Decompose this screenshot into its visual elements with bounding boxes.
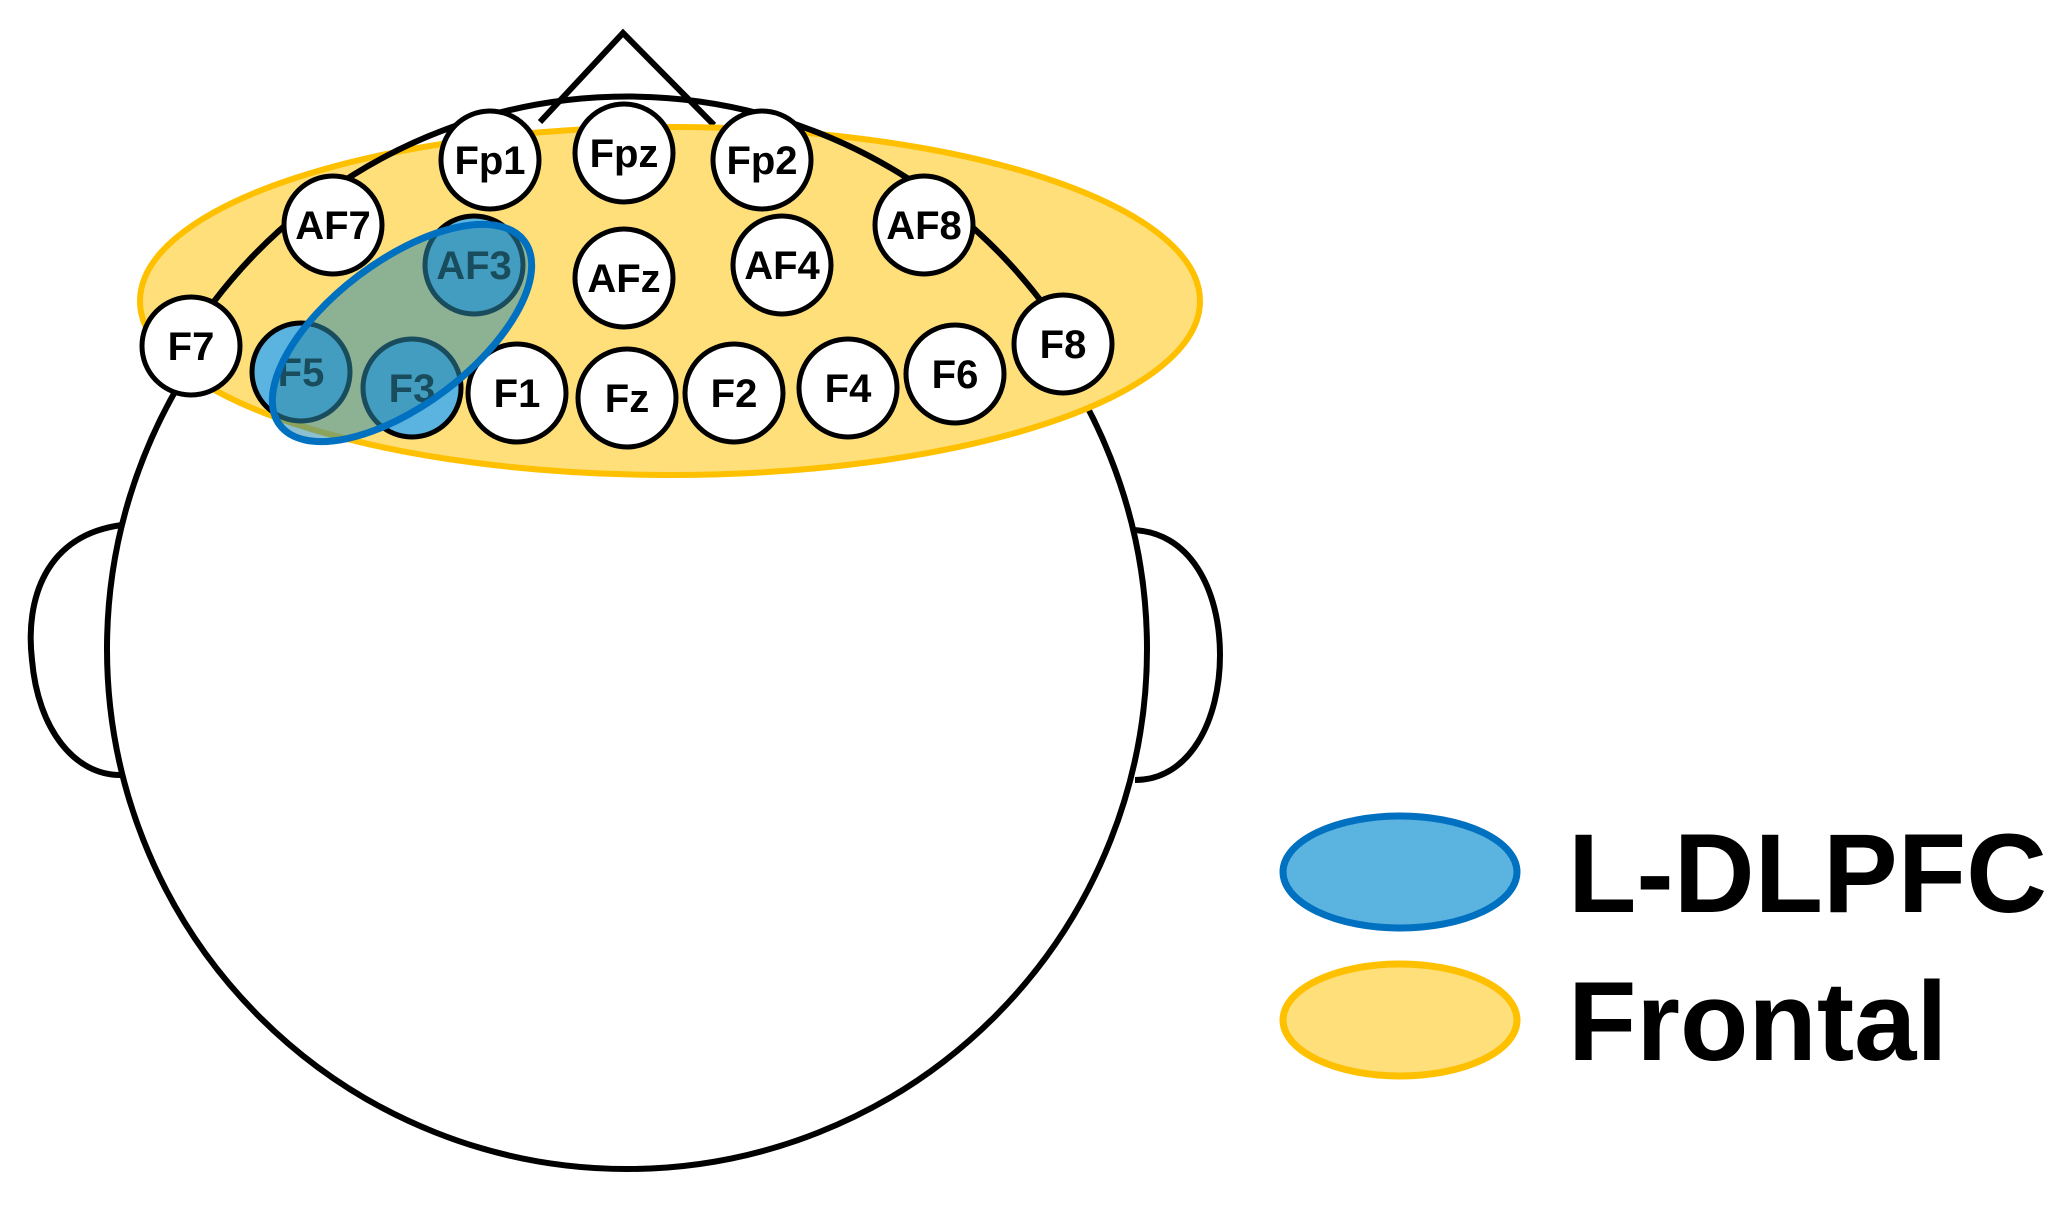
electrode-label: AF8 (886, 204, 962, 248)
left-ear (27, 522, 123, 778)
electrode-circle (872, 173, 976, 277)
electrode-af8: AF8 (872, 173, 976, 277)
right-ear (1129, 527, 1224, 783)
electrode-label: AFz (587, 257, 660, 301)
electrode-label: F6 (932, 353, 979, 397)
electrode-circle (682, 341, 786, 445)
electrode-label: F2 (711, 372, 758, 416)
nose (537, 28, 717, 128)
legend-item-frontal: Frontal (1279, 959, 1948, 1084)
electrode-circle (710, 108, 814, 212)
l-dlpfc-outline (268, 220, 536, 446)
electrode-label: Fp2 (726, 139, 797, 183)
electrode-fp2: Fp2 (710, 108, 814, 212)
electrode-circle (796, 336, 900, 440)
electrode-label: Fp1 (454, 139, 525, 183)
electrode-circle (465, 341, 569, 445)
electrode-fz: Fz (575, 346, 679, 450)
legend-swatch-frontal (1279, 960, 1521, 1080)
electrode-circle (903, 322, 1007, 426)
electrode-circle (572, 226, 676, 330)
legend-label-frontal: Frontal (1568, 959, 1948, 1084)
electrode-label: F4 (825, 367, 872, 411)
electrode-circle (139, 294, 243, 398)
electrode-f4: F4 (796, 336, 900, 440)
electrode-fpz: Fpz (572, 101, 676, 205)
electrode-circle (575, 346, 679, 450)
electrode-circle (1011, 292, 1115, 396)
legend-swatch-l-dlpfc (1279, 812, 1521, 932)
electrode-label: F8 (1040, 323, 1087, 367)
electrode-f6: F6 (903, 322, 1007, 426)
electrode-afz: AFz (572, 226, 676, 330)
electrode-f8: F8 (1011, 292, 1115, 396)
electrode-circle (438, 108, 542, 212)
electrode-label: AF7 (295, 204, 371, 248)
electrode-label: Fpz (590, 132, 659, 176)
l-dlpfc-region (268, 220, 536, 446)
electrode-label: Fz (605, 377, 649, 421)
electrode-fp1: Fp1 (438, 108, 542, 212)
electrode-circle (572, 101, 676, 205)
electrode-circle (281, 173, 385, 277)
electrode-f1: F1 (465, 341, 569, 445)
legend: L-DLPFC Frontal (1279, 811, 2047, 1084)
electrode-f7: F7 (139, 294, 243, 398)
electrode-circle (730, 213, 834, 317)
legend-label-l-dlpfc: L-DLPFC (1568, 811, 2047, 936)
electrode-af7: AF7 (281, 173, 385, 277)
electrode-label: AF4 (744, 244, 820, 288)
electrode-label: F7 (168, 325, 215, 369)
electrode-f2: F2 (682, 341, 786, 445)
electrode-label: F1 (494, 372, 541, 416)
legend-item-l-dlpfc: L-DLPFC (1279, 811, 2047, 936)
l-dlpfc-overlap-fill (272, 224, 532, 442)
electrode-af4: AF4 (730, 213, 834, 317)
